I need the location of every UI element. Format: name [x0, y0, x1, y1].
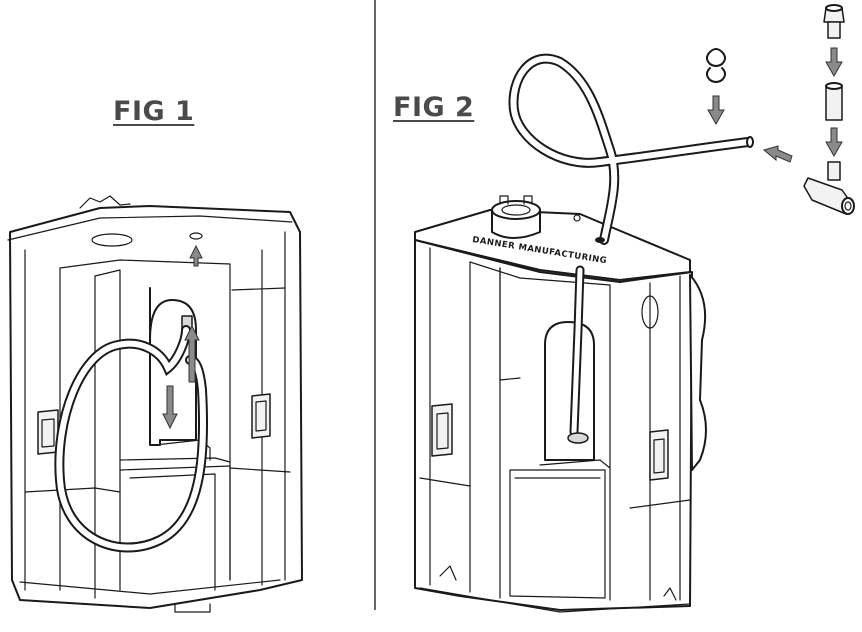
fig-2-label: FIG 2	[393, 92, 475, 123]
fig1-arrows	[162, 244, 203, 430]
fitting-parts	[803, 4, 855, 215]
arrow-down-icon	[825, 47, 843, 78]
fig2-top-socket	[491, 195, 581, 239]
arrow-up-icon	[189, 244, 203, 267]
arrow-down-icon	[707, 95, 725, 126]
fig2-tubing	[508, 53, 754, 245]
arrow-left-icon	[762, 145, 793, 163]
tube-clip-icon	[706, 48, 726, 83]
fig1-housing-rear-view	[7, 195, 303, 613]
fig2-housing-front-view	[414, 209, 707, 613]
arrow-down-icon	[825, 127, 843, 158]
fig-1-label: FIG 1	[113, 96, 195, 127]
arrow-up-icon	[184, 324, 200, 383]
fig1-tubing-loop	[54, 325, 209, 553]
arrow-down-icon	[162, 385, 178, 430]
